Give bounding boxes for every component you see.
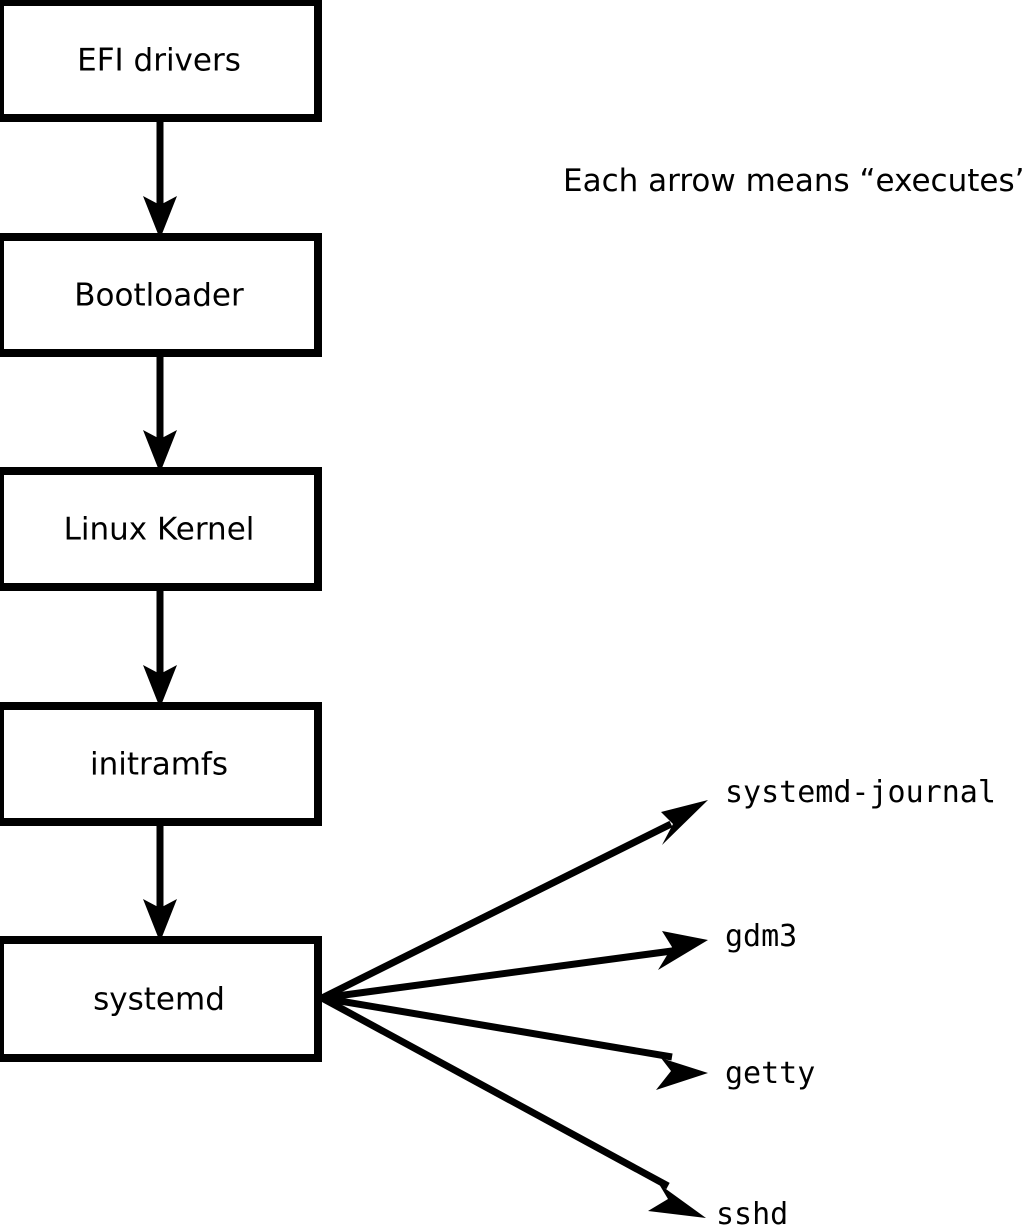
node-label-systemd: systemd [93, 982, 225, 1018]
arrow-systemd-to-sshd [320, 994, 706, 1218]
arrow-head-icon [648, 1184, 706, 1218]
service-arrows-group [320, 800, 708, 1218]
arrow-kernel-to-initramfs [143, 587, 177, 708]
arrow-shaft [321, 994, 673, 1061]
node-box-systemd[interactable] [0, 936, 322, 1062]
arrow-systemd-to-systemd-journal [320, 800, 708, 1002]
node-label-efi-drivers: EFI drivers [77, 43, 241, 79]
service-label-systemd-journal[interactable]: systemd-journal [725, 775, 996, 810]
arrow-systemd-to-getty [321, 994, 708, 1090]
arrow-head-icon [143, 665, 177, 708]
caption-each-arrow-means-executes: Each arrow means “executes”. [563, 163, 1023, 199]
service-labels-group: systemd-journal gdm3 getty sshd [716, 775, 996, 1230]
boot-chain-group: EFI drivers Bootloader Linux Kernel init… [0, 0, 322, 1062]
node-linux-kernel[interactable]: Linux Kernel [0, 467, 322, 591]
arrow-systemd-to-gdm3 [321, 931, 708, 1002]
arrow-head-icon [143, 196, 177, 239]
node-efi-drivers[interactable]: EFI drivers [0, 0, 322, 122]
node-box-linux-kernel[interactable] [0, 467, 322, 591]
service-label-getty[interactable]: getty [725, 1056, 815, 1091]
arrow-bootloader-to-kernel [143, 353, 177, 473]
node-systemd[interactable]: systemd [0, 936, 322, 1062]
arrow-initramfs-to-systemd [143, 822, 177, 942]
arrow-shaft [320, 994, 670, 1190]
arrow-head-icon [143, 899, 177, 942]
vertical-arrows-group [143, 118, 177, 942]
node-label-linux-kernel: Linux Kernel [64, 512, 255, 548]
service-label-gdm3[interactable]: gdm3 [725, 919, 797, 954]
node-label-bootloader: Bootloader [74, 278, 244, 314]
node-initramfs[interactable]: initramfs [0, 702, 322, 826]
arrow-head-icon [658, 931, 708, 970]
node-label-initramfs: initramfs [90, 747, 228, 783]
arrow-shaft [320, 820, 673, 1002]
arrow-shaft [321, 947, 673, 1002]
arrow-head-icon [656, 1058, 708, 1090]
service-label-sshd[interactable]: sshd [716, 1197, 788, 1230]
arrow-head-icon [661, 800, 708, 845]
arrow-efi-to-bootloader [143, 118, 177, 239]
node-box-bootloader[interactable] [0, 233, 322, 357]
node-bootloader[interactable]: Bootloader [0, 233, 322, 357]
arrow-head-icon [143, 430, 177, 473]
